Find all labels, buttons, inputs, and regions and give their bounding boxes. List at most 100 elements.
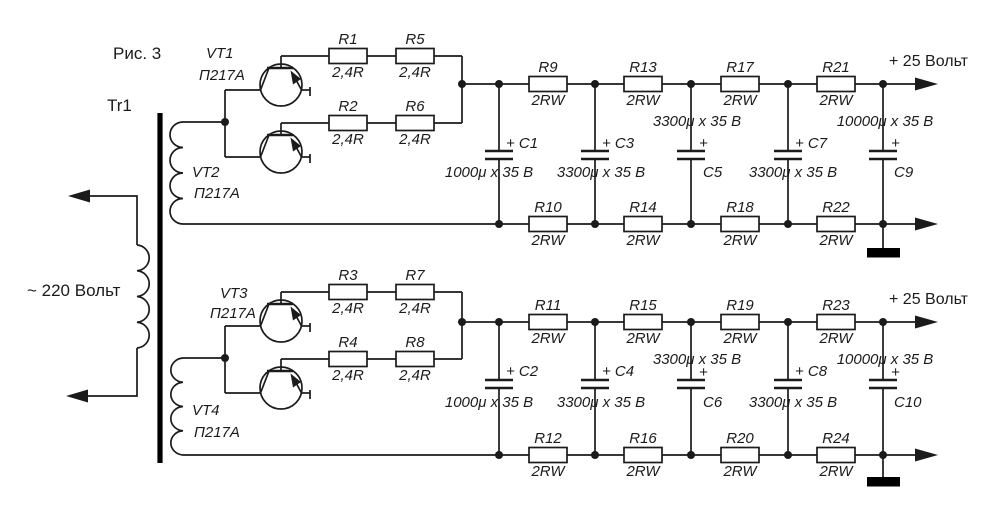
resistor-label: R4: [338, 334, 358, 351]
capacitor-plates: [485, 149, 897, 390]
transistor-VT2-symbol: [258, 121, 312, 175]
capacitor-label: + C4: [602, 363, 635, 380]
capacitor-value: 10000μ x 35 В: [836, 113, 934, 130]
transistor-part: П217А: [210, 305, 256, 322]
capacitor-label: + C2: [506, 363, 539, 380]
resistor-value: 2,4R: [332, 367, 364, 384]
mains-arrow-icon: [68, 189, 90, 203]
transistor-label: VT1: [206, 45, 234, 62]
resistor-value: 2RW: [723, 463, 757, 480]
output-arrow-icon: [915, 217, 938, 231]
output-voltage-label-top: + 25 Вольт: [889, 53, 968, 70]
output-arrow-icon: [915, 77, 938, 91]
transistor-part: П217А: [194, 185, 240, 202]
resistor-label: R24: [822, 430, 850, 447]
capacitor-value: 3300μ x 35 В: [748, 164, 838, 181]
transistor-label: VT2: [192, 164, 220, 181]
resistor-value: 2RW: [819, 92, 853, 109]
ground-icon: [867, 248, 900, 258]
capacitor-value: 3300μ x 35 В: [748, 394, 838, 411]
resistor-label: R3: [338, 267, 358, 284]
resistor-label: R17: [726, 59, 754, 76]
secondary-winding-top-icon: [169, 121, 225, 225]
resistor-value: 2RW: [626, 330, 660, 347]
capacitor-label: + C1: [506, 135, 539, 152]
capacitor-value: 3300μ x 35 В: [556, 394, 646, 411]
capacitor-label: + C8: [795, 363, 828, 380]
resistor-value: 2RW: [723, 330, 757, 347]
resistor-label: R20: [726, 430, 754, 447]
transistor-VT4-symbol: [258, 357, 312, 411]
capacitor-polarity: +: [891, 364, 900, 381]
resistor-value: 2,4R: [332, 64, 364, 81]
transistor-VT3-symbol: [258, 290, 312, 344]
resistor-value: 2,4R: [399, 64, 431, 81]
output-arrow-icon: [915, 448, 938, 462]
resistor-label: R11: [534, 297, 562, 314]
transformer-label: Tr1: [107, 96, 132, 115]
resistor-label: R21: [822, 59, 850, 76]
mains-voltage-label: ~ 220 Вольт: [27, 281, 121, 300]
capacitor-label: + C7: [795, 135, 828, 152]
capacitor-label: C10: [894, 394, 922, 411]
resistor-value: 2RW: [819, 330, 853, 347]
junction-dots: [221, 80, 887, 459]
capacitor-label: C5: [703, 164, 723, 181]
resistor-label: R13: [629, 59, 657, 76]
resistor-value: 2RW: [723, 232, 757, 249]
resistor-value: 2RW: [626, 232, 660, 249]
transistor-part: П217А: [194, 424, 240, 441]
resistor-value: 2RW: [531, 92, 565, 109]
capacitor-value: 1000μ x 35 В: [444, 164, 534, 181]
resistor-label: R19: [726, 297, 754, 314]
capacitor-value: 3300μ x 35 В: [652, 351, 742, 368]
resistor-label: R14: [629, 199, 657, 216]
resistor-value: 2,4R: [399, 131, 431, 148]
resistor-value: 2RW: [819, 232, 853, 249]
resistor-label: R16: [629, 430, 657, 447]
resistor-label: R23: [822, 297, 850, 314]
capacitor-polarity: +: [699, 135, 708, 152]
secondary-winding-bottom-icon: [169, 357, 225, 456]
ground-icons: [867, 248, 900, 487]
output-arrow-icon: [915, 315, 938, 329]
resistor-value: 2,4R: [332, 131, 364, 148]
resistor-label: R1: [338, 31, 358, 48]
resistor-value: 2,4R: [332, 300, 364, 317]
capacitor-value: 10000μ x 35 В: [836, 351, 934, 368]
capacitor-value: 3300μ x 35 В: [556, 164, 646, 181]
resistor-label: R8: [405, 334, 425, 351]
resistor-value: 2RW: [723, 92, 757, 109]
capacitor-label: C9: [894, 164, 914, 181]
transistor-VT1-symbol: [258, 54, 312, 108]
capacitor-label: + C3: [602, 135, 635, 152]
figure-caption: Рис. 3: [113, 44, 162, 63]
capacitor-polarity: +: [699, 364, 708, 381]
resistor-value: 2,4R: [399, 300, 431, 317]
transistor-part: П217А: [199, 67, 245, 84]
capacitor-polarity: +: [891, 135, 900, 152]
resistor-value: 2RW: [531, 330, 565, 347]
resistor-label: R7: [405, 267, 425, 284]
transistor-label: VT4: [192, 402, 220, 419]
resistor-label: R10: [534, 199, 562, 216]
resistor-label: R2: [338, 98, 358, 115]
resistor-label: R12: [534, 430, 562, 447]
resistor-value: 2RW: [531, 232, 565, 249]
resistor-label: R9: [538, 59, 558, 76]
output-voltage-label-bottom: + 25 Вольт: [889, 291, 968, 308]
ground-icon: [867, 477, 900, 487]
resistor-label: R6: [405, 98, 425, 115]
resistor-value: 2RW: [531, 463, 565, 480]
resistor-label: R18: [726, 199, 754, 216]
resistor-label: R22: [822, 199, 850, 216]
resistor-boxes: [328, 47, 856, 464]
resistor-value: 2RW: [626, 463, 660, 480]
capacitor-label: C6: [703, 394, 723, 411]
resistor-label: R5: [405, 31, 425, 48]
capacitor-value: 1000μ x 35 В: [444, 394, 534, 411]
primary-winding-icon: [136, 244, 151, 349]
arrow-icons: [66, 77, 938, 462]
resistor-value: 2RW: [626, 92, 660, 109]
